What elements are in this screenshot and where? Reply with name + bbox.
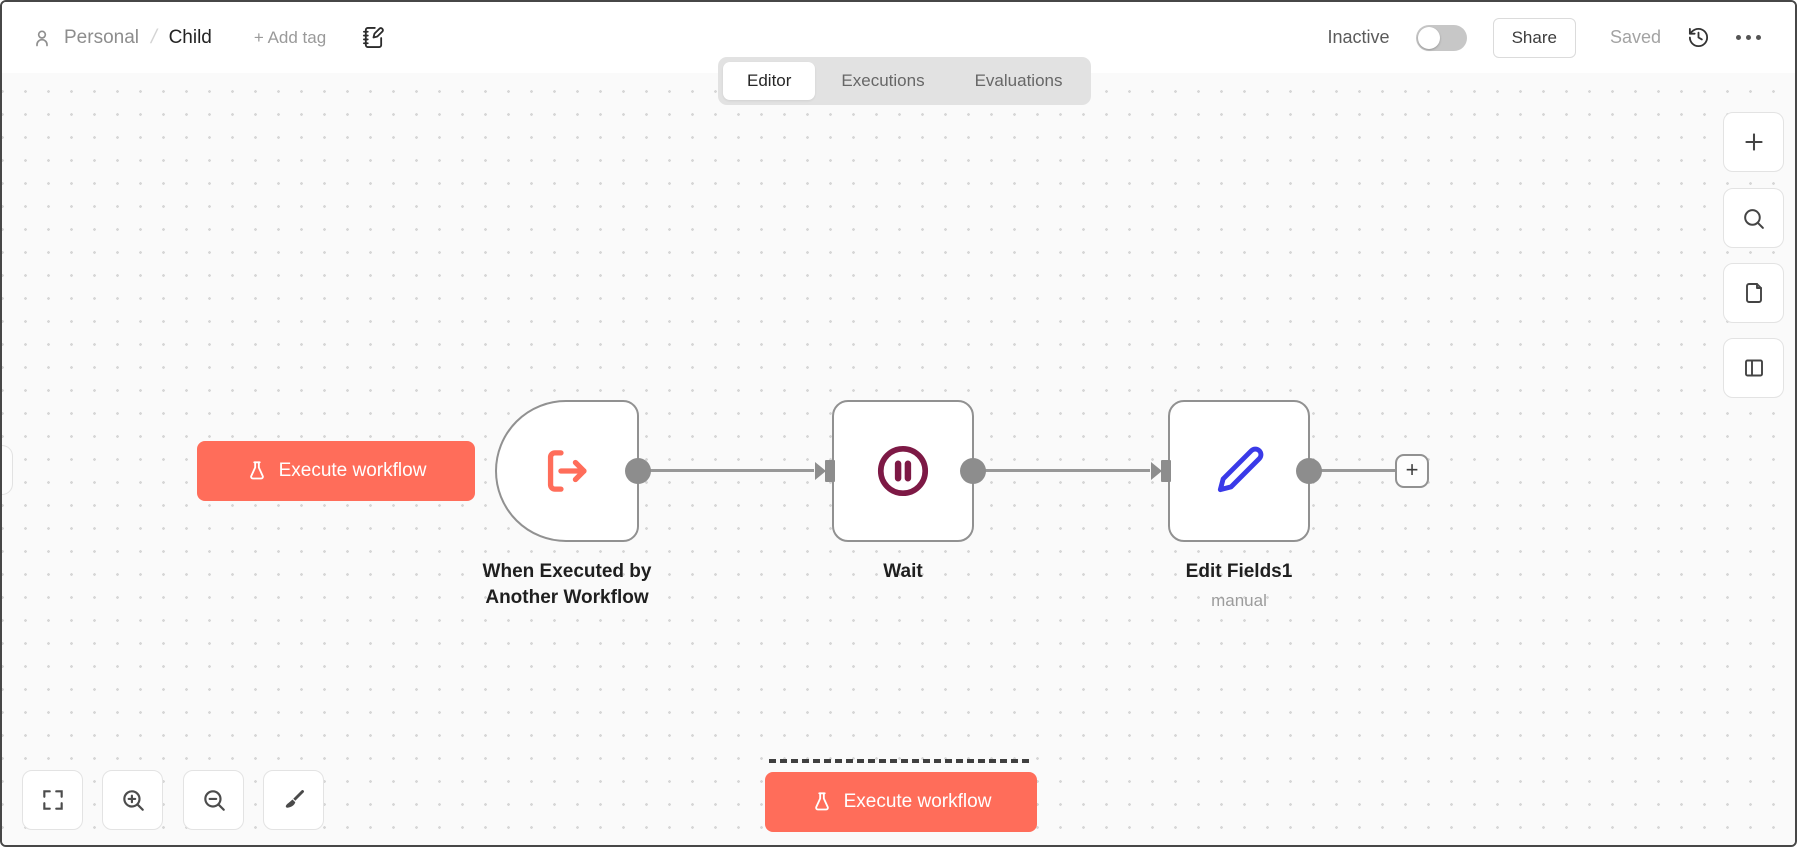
zoom-in-icon (122, 790, 144, 811)
edit-note-icon[interactable] (362, 26, 385, 49)
connection-wait-edit[interactable] (982, 469, 1150, 472)
pause-circle-icon (877, 445, 929, 497)
zoom-in-button[interactable] (102, 770, 163, 830)
output-port[interactable] (960, 458, 986, 484)
share-button[interactable]: Share (1492, 17, 1576, 58)
fit-view-button[interactable] (22, 770, 83, 830)
tab-evaluations[interactable]: Evaluations (974, 71, 1063, 90)
breadcrumb: Personal / Child (32, 26, 212, 49)
pen-icon (1217, 446, 1264, 493)
output-port[interactable] (625, 458, 651, 484)
workflow-name[interactable]: Child (168, 26, 212, 48)
breadcrumb-separator: / (148, 26, 160, 48)
tab-editor[interactable]: Editor (723, 62, 816, 100)
user-icon (32, 28, 52, 48)
sticky-note-icon (1745, 283, 1762, 303)
connection-trigger-wait[interactable] (646, 469, 814, 472)
search-button[interactable] (1723, 188, 1784, 248)
workflow-canvas[interactable]: Execute workflow (2, 73, 1795, 845)
workflow-status-label: Inactive (1327, 27, 1390, 47)
node-wait[interactable] (815, 400, 986, 542)
active-toggle[interactable] (1415, 24, 1467, 51)
node-label-line: Another Workflow (485, 587, 649, 609)
editor-tabs: Editor Executions Evaluations (718, 57, 1092, 105)
breadcrumb-project[interactable]: Personal (64, 26, 139, 48)
node-when-executed-by-another-workflow[interactable] (495, 400, 651, 542)
panel-icon (1744, 359, 1763, 377)
flask-icon (814, 792, 829, 811)
tidy-up-button[interactable] (263, 770, 324, 830)
saved-status: Saved (1609, 27, 1661, 47)
history-icon[interactable] (1687, 26, 1710, 49)
node-label-trigger: When Executed by Another Workflow (432, 559, 702, 611)
zoom-out-button[interactable] (183, 770, 244, 830)
add-node-button[interactable]: + (1395, 454, 1429, 488)
execute-workflow-button-canvas[interactable]: Execute workflow (197, 441, 475, 501)
plus-icon (1744, 133, 1763, 151)
zoom-out-icon (203, 790, 225, 811)
node-label-edit-fields: Edit Fields1 manual (1139, 559, 1339, 613)
top-bar-actions: Inactive Share Saved (1327, 17, 1761, 58)
workflow-input-icon (547, 450, 587, 492)
input-port[interactable] (1151, 455, 1173, 487)
logs-panel-button[interactable] (1723, 338, 1784, 398)
node-label-wait: Wait (883, 561, 923, 582)
execute-workflow-button-bottom[interactable]: Execute workflow (765, 772, 1037, 832)
sticky-note-button[interactable] (1723, 263, 1784, 323)
add-node-panel-button[interactable] (1723, 112, 1784, 172)
output-port[interactable] (1296, 458, 1322, 484)
fit-view-icon (42, 790, 63, 810)
add-tag-button[interactable]: + Add tag (253, 27, 327, 47)
node-subtitle: manual (1211, 591, 1267, 611)
toggle-knob (1417, 26, 1440, 49)
more-options-icon[interactable] (1736, 35, 1761, 40)
node-edit-fields1[interactable] (1151, 400, 1322, 542)
left-panel-handle[interactable] (2, 445, 13, 495)
input-port[interactable] (815, 455, 837, 487)
tidy-up-icon (285, 790, 304, 808)
execute-workflow-label: Execute workflow (843, 791, 992, 812)
search-icon (1744, 208, 1764, 229)
flask-icon (249, 461, 264, 480)
node-title: Edit Fields1 (1185, 561, 1293, 582)
execute-workflow-label: Execute workflow (278, 460, 427, 481)
node-label-line: When Executed by (482, 561, 652, 582)
dashed-indicator (769, 759, 1033, 763)
tab-executions[interactable]: Executions (841, 71, 925, 90)
connection-edit-stub[interactable] (1318, 469, 1396, 472)
